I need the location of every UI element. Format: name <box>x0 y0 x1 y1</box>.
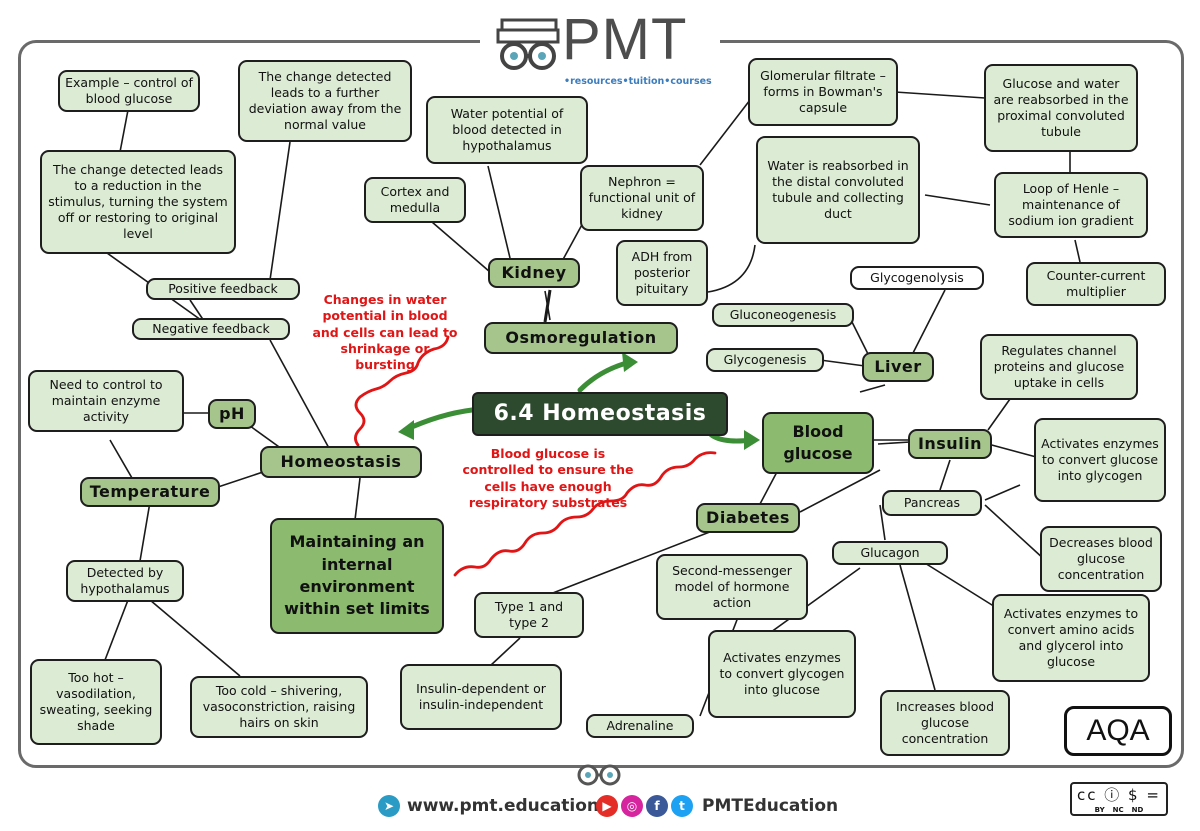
license-badge: cc ⓘ $ = BY NC ND <box>1070 782 1168 816</box>
license-nc: NC <box>1112 806 1124 814</box>
adh-node: ADH from posterior pituitary <box>616 240 708 306</box>
gluconeogenesis-node: Gluconeogenesis <box>712 303 854 327</box>
twitter-icon[interactable]: t <box>671 795 693 817</box>
social-links[interactable]: ▶ ◎ f t PMTEducation <box>596 795 838 817</box>
water-potential-node: Water potential of blood detected in hyp… <box>426 96 588 164</box>
increases-node: Increases blood glucose concentration <box>880 690 1010 756</box>
too-cold-node: Too cold – shivering, vasoconstriction, … <box>190 676 368 738</box>
ph-node: pH <box>208 399 256 429</box>
too-hot-node: Too hot – vasodilation, sweating, seekin… <box>30 659 162 745</box>
center-node: 6.4 Homeostasis <box>472 392 728 436</box>
glasses-icon <box>577 764 621 786</box>
diabetes-node: Diabetes <box>696 503 800 533</box>
water-changes-annotation: Changes in water potential in blood and … <box>312 292 458 372</box>
glucose-water-node: Glucose and water are reabsorbed in the … <box>984 64 1138 152</box>
glycogenesis-node: Glycogenesis <box>706 348 824 372</box>
detected-hypothalamus-node: Detected by hypothalamus <box>66 560 184 602</box>
license-icons: cc ⓘ $ = <box>1077 786 1161 804</box>
instagram-icon[interactable]: ◎ <box>621 795 643 817</box>
glucagon-node: Glucagon <box>832 541 948 565</box>
adrenaline-node: Adrenaline <box>586 714 694 738</box>
license-by: BY <box>1094 806 1105 814</box>
insulin-dependent-node: Insulin-dependent or insulin-independent <box>400 664 562 730</box>
activates-glycogen-node: Activates enzymes to convert glucose int… <box>1034 418 1166 502</box>
second-messenger-node: Second-messenger model of hormone action <box>656 554 808 620</box>
negative-feedback-node: Negative feedback <box>132 318 290 340</box>
loop-henle-node: Loop of Henle – maintenance of sodium io… <box>994 172 1148 238</box>
pmt-logo: PMT •resources•tuition•courses <box>480 7 720 92</box>
osmoregulation-node: Osmoregulation <box>484 322 678 354</box>
decreases-node: Decreases blood glucose concentration <box>1040 526 1162 592</box>
book-glasses-icon <box>496 18 560 70</box>
website-link[interactable]: ➤ www.pmt.education <box>378 795 599 817</box>
need-enzyme-node: Need to control to maintain enzyme activ… <box>28 370 184 432</box>
positive-feedback-node: Positive feedback <box>146 278 300 300</box>
insulin-node: Insulin <box>908 429 992 459</box>
regulates-channel-node: Regulates channel proteins and glucose u… <box>980 334 1138 400</box>
logo-tagline: •resources•tuition•courses <box>564 76 712 87</box>
pancreas-node: Pancreas <box>882 490 982 516</box>
social-handle: PMTEducation <box>702 796 839 816</box>
exam-board-badge: AQA <box>1064 706 1172 756</box>
logo-wordmark: PMT <box>562 7 688 72</box>
blood-glucose-node: Blood glucose <box>762 412 874 474</box>
activates-amino-node: Activates enzymes to convert amino acids… <box>992 594 1150 682</box>
liver-node: Liver <box>862 352 934 382</box>
cursor-icon: ➤ <box>378 795 400 817</box>
glycogenolysis-node: Glycogenolysis <box>850 266 984 290</box>
activates-glycogen-glucose-node: Activates enzymes to convert glycogen in… <box>708 630 856 718</box>
change-further-node: The change detected leads to a further d… <box>238 60 412 142</box>
temperature-node: Temperature <box>80 477 220 507</box>
example-node: Example – control of blood glucose <box>58 70 200 112</box>
water-distal-node: Water is reabsorbed in the distal convol… <box>756 136 920 244</box>
facebook-icon[interactable]: f <box>646 795 668 817</box>
kidney-node: Kidney <box>488 258 580 288</box>
change-reduction-node: The change detected leads to a reduction… <box>40 150 236 254</box>
counter-current-node: Counter-current multiplier <box>1026 262 1166 306</box>
glomerular-node: Glomerular filtrate – forms in Bowman's … <box>748 58 898 126</box>
cortex-medulla-node: Cortex and medulla <box>364 177 466 223</box>
maintaining-node: Maintaining an internal environment with… <box>270 518 444 634</box>
website-text: www.pmt.education <box>407 796 600 816</box>
homeostasis-node: Homeostasis <box>260 446 422 478</box>
glucose-controlled-annotation: Blood glucose is controlled to ensure th… <box>462 446 634 510</box>
nephron-node: Nephron = functional unit of kidney <box>580 165 704 231</box>
type12-node: Type 1 and type 2 <box>474 592 584 638</box>
license-nd: ND <box>1131 806 1144 814</box>
youtube-icon[interactable]: ▶ <box>596 795 618 817</box>
